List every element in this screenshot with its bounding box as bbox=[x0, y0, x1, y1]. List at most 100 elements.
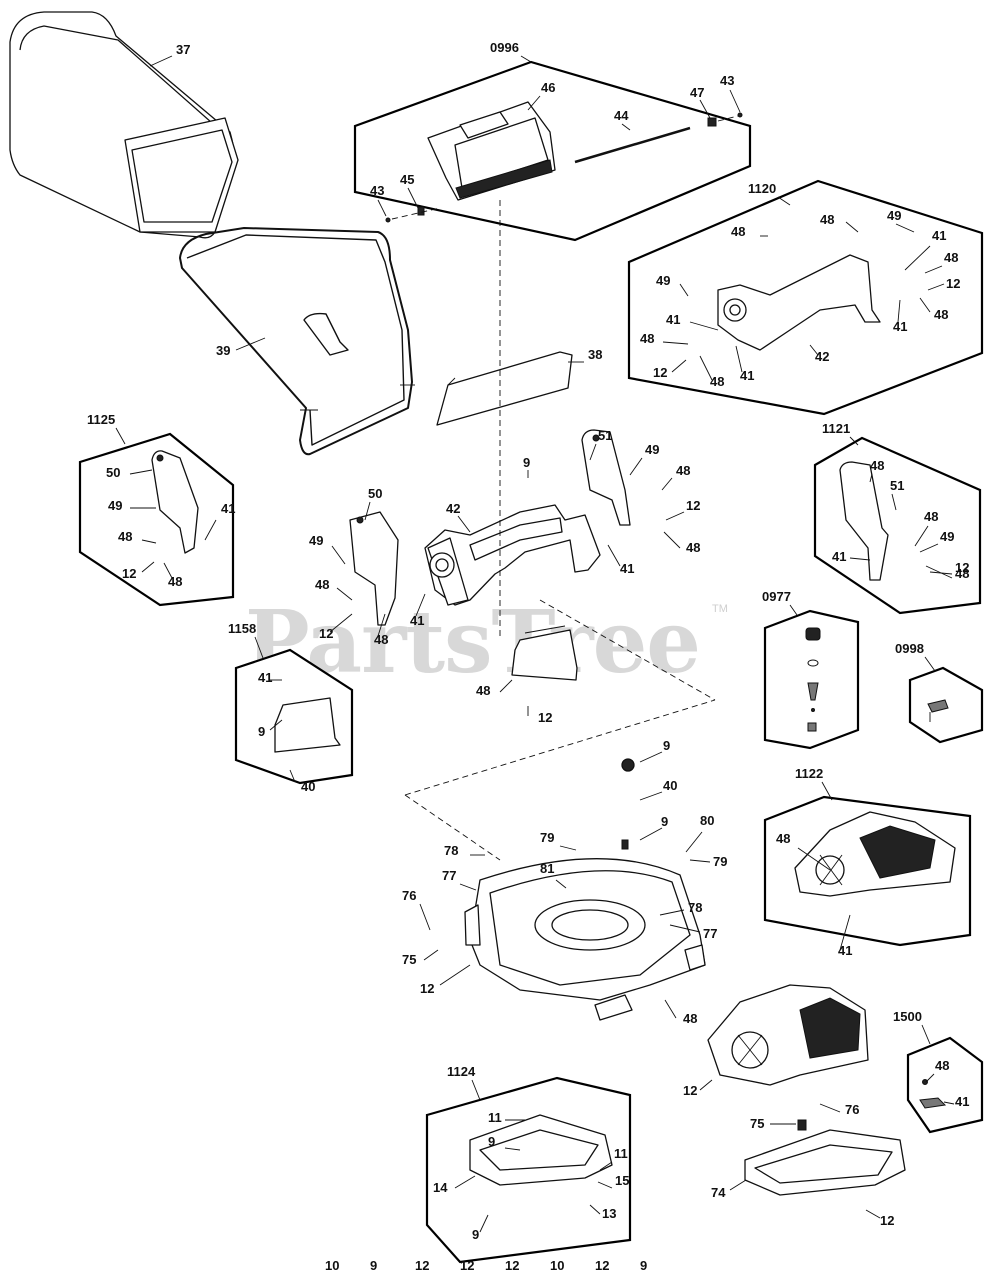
callout-9: 9 bbox=[472, 1227, 479, 1242]
callout-leader bbox=[629, 457, 643, 476]
callout-40: 40 bbox=[663, 778, 677, 793]
callout-9: 9 bbox=[661, 814, 668, 829]
callout-leader bbox=[141, 539, 157, 544]
callout-49: 49 bbox=[108, 498, 122, 513]
callout-48: 48 bbox=[676, 463, 690, 478]
callout-9: 9 bbox=[258, 724, 265, 739]
callout-leader bbox=[669, 924, 701, 933]
callout-12: 12 bbox=[122, 566, 136, 581]
callout-42: 42 bbox=[446, 501, 460, 516]
callout-49: 49 bbox=[940, 529, 954, 544]
callout-12: 12 bbox=[880, 1213, 894, 1228]
kit-id-1125: 1125 bbox=[87, 412, 115, 427]
callout-leader bbox=[735, 345, 743, 373]
callout-44: 44 bbox=[614, 108, 629, 123]
callout-10: 10 bbox=[325, 1258, 339, 1273]
callout-leader bbox=[689, 321, 719, 331]
callout-49: 49 bbox=[645, 442, 659, 457]
callout-leader bbox=[377, 199, 387, 217]
callout-41: 41 bbox=[258, 670, 272, 685]
kit-id-1500: 1500 bbox=[893, 1009, 922, 1024]
callout-leader bbox=[679, 283, 689, 297]
callout-48: 48 bbox=[118, 529, 132, 544]
callout-41: 41 bbox=[838, 943, 852, 958]
callout-40: 40 bbox=[301, 779, 315, 794]
kit1120-bracket bbox=[717, 254, 881, 351]
callout-41: 41 bbox=[955, 1094, 969, 1109]
mulch-plug-part bbox=[511, 625, 578, 681]
callout-79: 79 bbox=[713, 854, 727, 869]
callout-leader bbox=[849, 557, 871, 561]
callout-leader bbox=[415, 593, 426, 617]
callout-39: 39 bbox=[216, 343, 230, 358]
callout-leader bbox=[925, 565, 953, 579]
callout-leader bbox=[689, 859, 711, 863]
kit-id-0996: 0996 bbox=[490, 40, 519, 55]
callout-48: 48 bbox=[686, 540, 700, 555]
callout-leader bbox=[364, 501, 371, 521]
callout-leader bbox=[555, 879, 567, 889]
callout-9: 9 bbox=[523, 455, 530, 470]
callout-48: 48 bbox=[935, 1058, 949, 1073]
callout-49: 49 bbox=[309, 533, 323, 548]
callout-75: 75 bbox=[402, 952, 416, 967]
callout-41: 41 bbox=[893, 319, 907, 334]
callout-46: 46 bbox=[541, 80, 555, 95]
callout-12: 12 bbox=[538, 710, 552, 725]
bag-frame-part bbox=[179, 227, 415, 456]
kit1158-plug bbox=[274, 697, 341, 753]
callout-leader bbox=[809, 344, 819, 356]
callout-leader bbox=[897, 299, 901, 323]
callout-12: 12 bbox=[946, 276, 960, 291]
callout-12: 12 bbox=[460, 1258, 474, 1273]
kit0998-hardware bbox=[927, 699, 949, 722]
callout-77: 77 bbox=[703, 926, 717, 941]
kit-box-0977 bbox=[763, 609, 860, 750]
grass-bag-part bbox=[9, 11, 239, 239]
callout-41: 41 bbox=[832, 549, 846, 564]
rear-bracket-assembly bbox=[424, 504, 601, 606]
callout-leader bbox=[819, 1103, 841, 1113]
callout-leader bbox=[289, 769, 296, 783]
callout-74: 74 bbox=[711, 1185, 726, 1200]
callout-leader bbox=[639, 827, 663, 841]
callout-78: 78 bbox=[688, 900, 702, 915]
callout-41: 41 bbox=[221, 501, 235, 516]
callout-48: 48 bbox=[870, 458, 884, 473]
callout-51: 51 bbox=[890, 478, 904, 493]
callout-12: 12 bbox=[415, 1258, 429, 1273]
callout-9: 9 bbox=[370, 1258, 377, 1273]
callout-48: 48 bbox=[683, 1011, 697, 1026]
kit1125-plate bbox=[151, 450, 199, 554]
callout-12: 12 bbox=[319, 626, 333, 641]
callout-48: 48 bbox=[820, 212, 834, 227]
callout-leader bbox=[527, 95, 541, 111]
callout-leader bbox=[407, 187, 419, 209]
callout-12: 12 bbox=[595, 1258, 609, 1273]
kit-box-1500 bbox=[906, 1036, 984, 1134]
callout-14: 14 bbox=[433, 1180, 448, 1195]
callout-leader bbox=[235, 337, 266, 351]
kit-id-1120: 1120 bbox=[748, 181, 776, 196]
side-plate-left bbox=[349, 511, 399, 626]
callout-48: 48 bbox=[168, 574, 182, 589]
callout-leader bbox=[671, 359, 687, 373]
callout-78: 78 bbox=[444, 843, 458, 858]
callout-leader bbox=[639, 791, 663, 801]
kit-id-1124: 1124 bbox=[447, 1064, 476, 1079]
kit0977-hardware bbox=[805, 627, 821, 732]
callout-leader bbox=[454, 1175, 476, 1189]
callout-leader bbox=[797, 847, 831, 871]
callout-48: 48 bbox=[955, 566, 969, 581]
callout-37: 37 bbox=[176, 42, 190, 57]
callout-leader bbox=[895, 223, 915, 233]
callout-12: 12 bbox=[653, 365, 667, 380]
engine-housing-part bbox=[707, 984, 869, 1086]
callout-leader bbox=[924, 265, 943, 274]
callout-45: 45 bbox=[400, 172, 414, 187]
callout-41: 41 bbox=[740, 368, 754, 383]
callout-leader bbox=[607, 544, 621, 567]
callout-48: 48 bbox=[315, 577, 329, 592]
callout-80: 80 bbox=[700, 813, 714, 828]
